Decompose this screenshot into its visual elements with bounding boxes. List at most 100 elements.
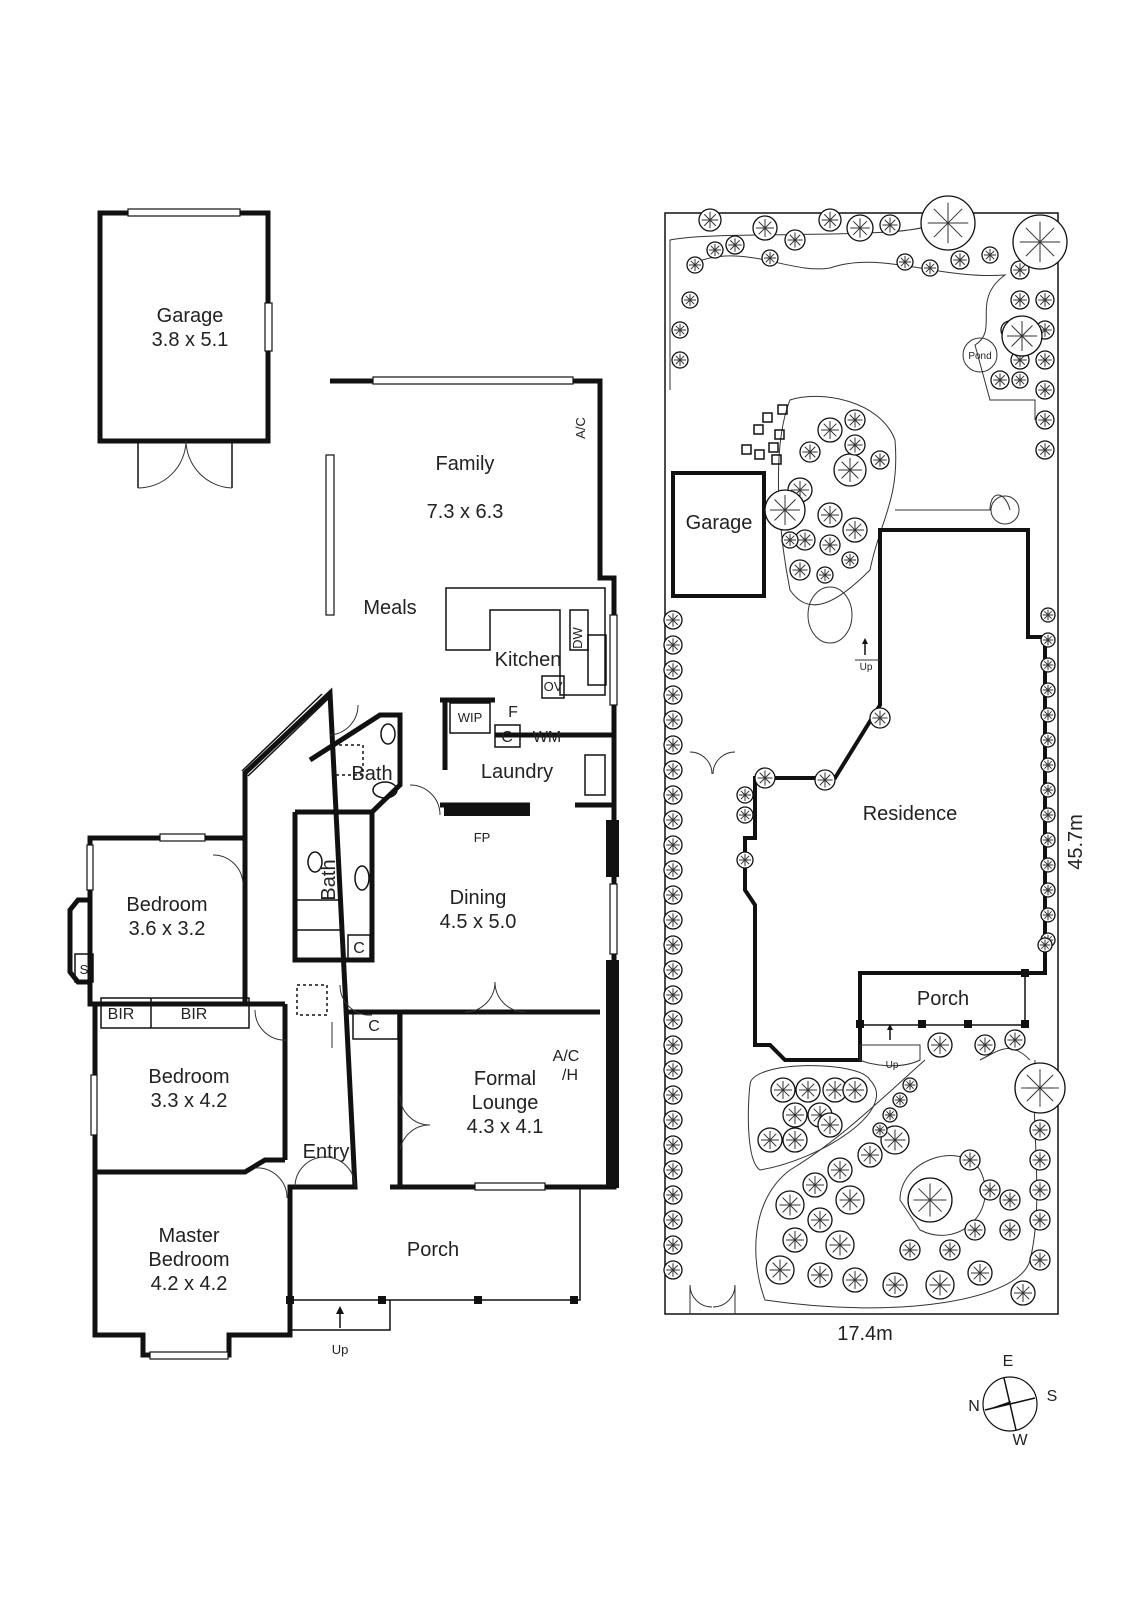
tree-detail xyxy=(666,1013,680,1027)
tree-detail xyxy=(1007,1032,1023,1048)
tree-detail xyxy=(666,1063,680,1077)
tree-detail xyxy=(701,211,719,229)
tree-detail xyxy=(861,1146,879,1164)
compass-south-label: S xyxy=(1047,1388,1058,1405)
bedroom-2-dims: 3.3 x 4.2 xyxy=(151,1090,228,1112)
tree-detail xyxy=(1021,1069,1059,1107)
tree-detail xyxy=(811,1211,829,1229)
tree-detail xyxy=(984,249,996,261)
tree-detail xyxy=(666,613,680,627)
tree-detail xyxy=(971,1264,989,1282)
tree-detail xyxy=(761,1131,779,1149)
tree-detail xyxy=(1042,684,1054,696)
site-porch-label: Porch xyxy=(917,988,969,1010)
ov-label: OV xyxy=(544,679,563,694)
tree-detail xyxy=(786,1106,804,1124)
site-length-dimension: 45.7m xyxy=(1065,814,1087,870)
tree-detail xyxy=(1042,884,1054,896)
pond-label: Pond xyxy=(968,351,991,362)
tree-detail xyxy=(666,913,680,927)
tree-detail xyxy=(666,663,680,677)
tree-detail xyxy=(904,1079,916,1091)
tree-detail xyxy=(1014,374,1026,386)
tree-detail xyxy=(882,217,898,233)
wip-label: WIP xyxy=(458,710,483,725)
laundry-label: Laundry xyxy=(481,761,553,783)
tree-detail xyxy=(821,1116,839,1134)
tree-detail xyxy=(666,638,680,652)
tree-detail xyxy=(953,253,967,267)
tree-detail xyxy=(666,738,680,752)
tree-detail xyxy=(1042,759,1054,771)
entry-label: Entry xyxy=(303,1141,350,1163)
tree-detail xyxy=(1032,1212,1048,1228)
tree-detail xyxy=(666,763,680,777)
tree-detail xyxy=(1038,413,1052,427)
tree-detail xyxy=(764,252,776,264)
tree-detail xyxy=(967,1222,983,1238)
tree-detail xyxy=(817,772,833,788)
cupboard-label-3: C xyxy=(368,1018,380,1035)
tree-detail xyxy=(1038,443,1052,457)
pavers xyxy=(741,404,788,465)
tree-detail xyxy=(873,453,887,467)
tree-detail xyxy=(666,1263,680,1277)
tree-detail xyxy=(821,506,839,524)
site-up-label-2: Up xyxy=(886,1060,899,1071)
up-label: Up xyxy=(332,1342,349,1357)
tree-detail xyxy=(684,294,696,306)
tree-detail xyxy=(982,1182,998,1198)
tree-detail xyxy=(787,232,803,248)
bedroom-1-label: Bedroom xyxy=(126,894,207,916)
tree-detail xyxy=(666,1113,680,1127)
family-label: Family xyxy=(436,453,495,475)
tree-detail xyxy=(821,211,839,229)
tree-detail xyxy=(894,1094,906,1106)
tree-detail xyxy=(666,1188,680,1202)
tree-detail xyxy=(927,202,969,244)
tree-detail xyxy=(739,789,751,801)
ac-heat-label-2: /H xyxy=(562,1067,578,1084)
tree-detail xyxy=(1032,1152,1048,1168)
tree-detail xyxy=(1013,353,1027,367)
residence-label: Residence xyxy=(863,803,958,825)
tree-detail xyxy=(884,1129,906,1151)
garage-dims: 3.8 x 5.1 xyxy=(152,329,229,351)
tree-detail xyxy=(826,1081,844,1099)
family-dims: 7.3 x 6.3 xyxy=(427,501,504,523)
bir-label-2: BIR xyxy=(181,1006,208,1023)
fixture-labels: A/C DW OV F WIP C WM FP C C A/C /H BIR B… xyxy=(80,417,588,1357)
tree-detail xyxy=(728,238,742,252)
tree-detail xyxy=(1042,709,1054,721)
tree-detail xyxy=(1042,659,1054,671)
tree-detail xyxy=(1014,1284,1032,1302)
tree-detail xyxy=(666,963,680,977)
tree-detail xyxy=(838,458,862,482)
ac-heat-label-1: A/C xyxy=(553,1048,580,1065)
garage-label: Garage xyxy=(157,305,224,327)
fp-label: FP xyxy=(474,830,491,845)
tree-detail xyxy=(1042,809,1054,821)
tree-detail xyxy=(792,562,808,578)
tree-detail xyxy=(666,1238,680,1252)
tree-detail xyxy=(799,1081,817,1099)
site-up-label-1: Up xyxy=(860,662,873,673)
tree-detail xyxy=(872,710,888,726)
tree-detail xyxy=(666,938,680,952)
tree-detail xyxy=(899,256,911,268)
tree-detail xyxy=(1007,321,1037,351)
site-trees xyxy=(663,195,1068,1306)
tree-detail xyxy=(846,1081,864,1099)
dining-dims: 4.5 x 5.0 xyxy=(440,911,517,933)
tree-detail xyxy=(1042,634,1054,646)
tree-detail xyxy=(1038,353,1052,367)
tree-detail xyxy=(811,1106,829,1124)
tree-detail xyxy=(822,537,838,553)
tree-detail xyxy=(666,713,680,727)
tree-detail xyxy=(924,262,936,274)
bath-1-label: Bath xyxy=(351,763,392,785)
formal-lounge-label-2: Lounge xyxy=(472,1092,539,1114)
tree-detail xyxy=(847,437,863,453)
bir-label-1: BIR xyxy=(108,1006,135,1023)
